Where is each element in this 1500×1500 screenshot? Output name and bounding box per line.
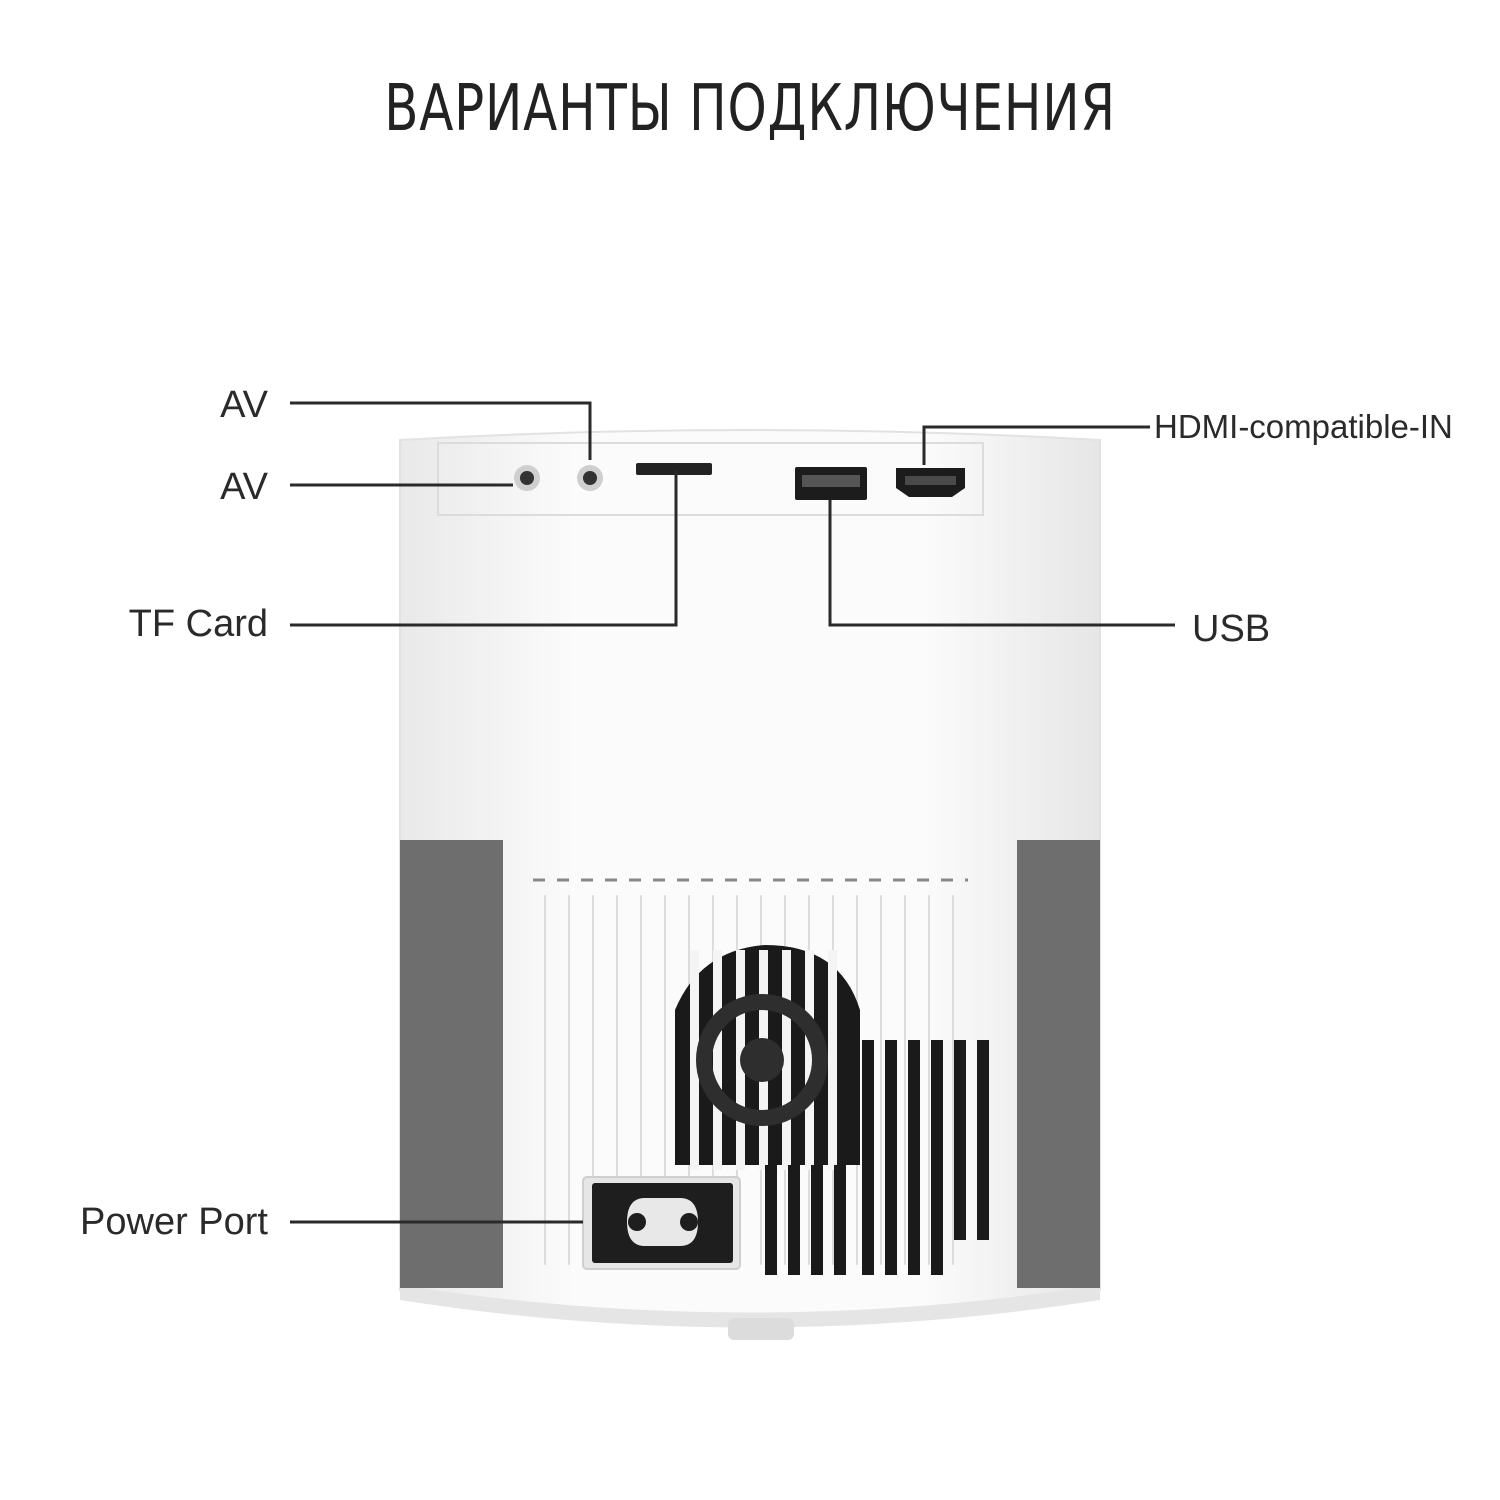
label-av-top: AV [220,384,268,426]
fan-vent [675,945,860,1170]
tf-card-slot [636,463,712,475]
leader-av-top [290,401,592,460]
label-tf-card: TF Card [128,603,268,645]
page-title: ВАРИАНТЫ ПОДКЛЮЧЕНИЯ [384,72,1116,146]
projector-body [399,429,1101,1340]
right-side-panel [1017,840,1100,1288]
leader-lines [290,401,1175,1224]
leader-tf-card [290,470,678,627]
label-power-port: Power Port [80,1201,268,1243]
lower-vent-bars [765,1040,989,1275]
port-panel [437,442,984,516]
label-usb: USB [1192,608,1271,650]
label-hdmi: HDMI-compatible-IN [1154,408,1453,445]
label-av-bottom: AV [220,466,268,508]
power-port [582,1176,741,1270]
leader-usb [828,500,1175,627]
leader-hdmi [922,425,1150,465]
foot [728,1318,794,1340]
left-side-panel [400,840,503,1288]
